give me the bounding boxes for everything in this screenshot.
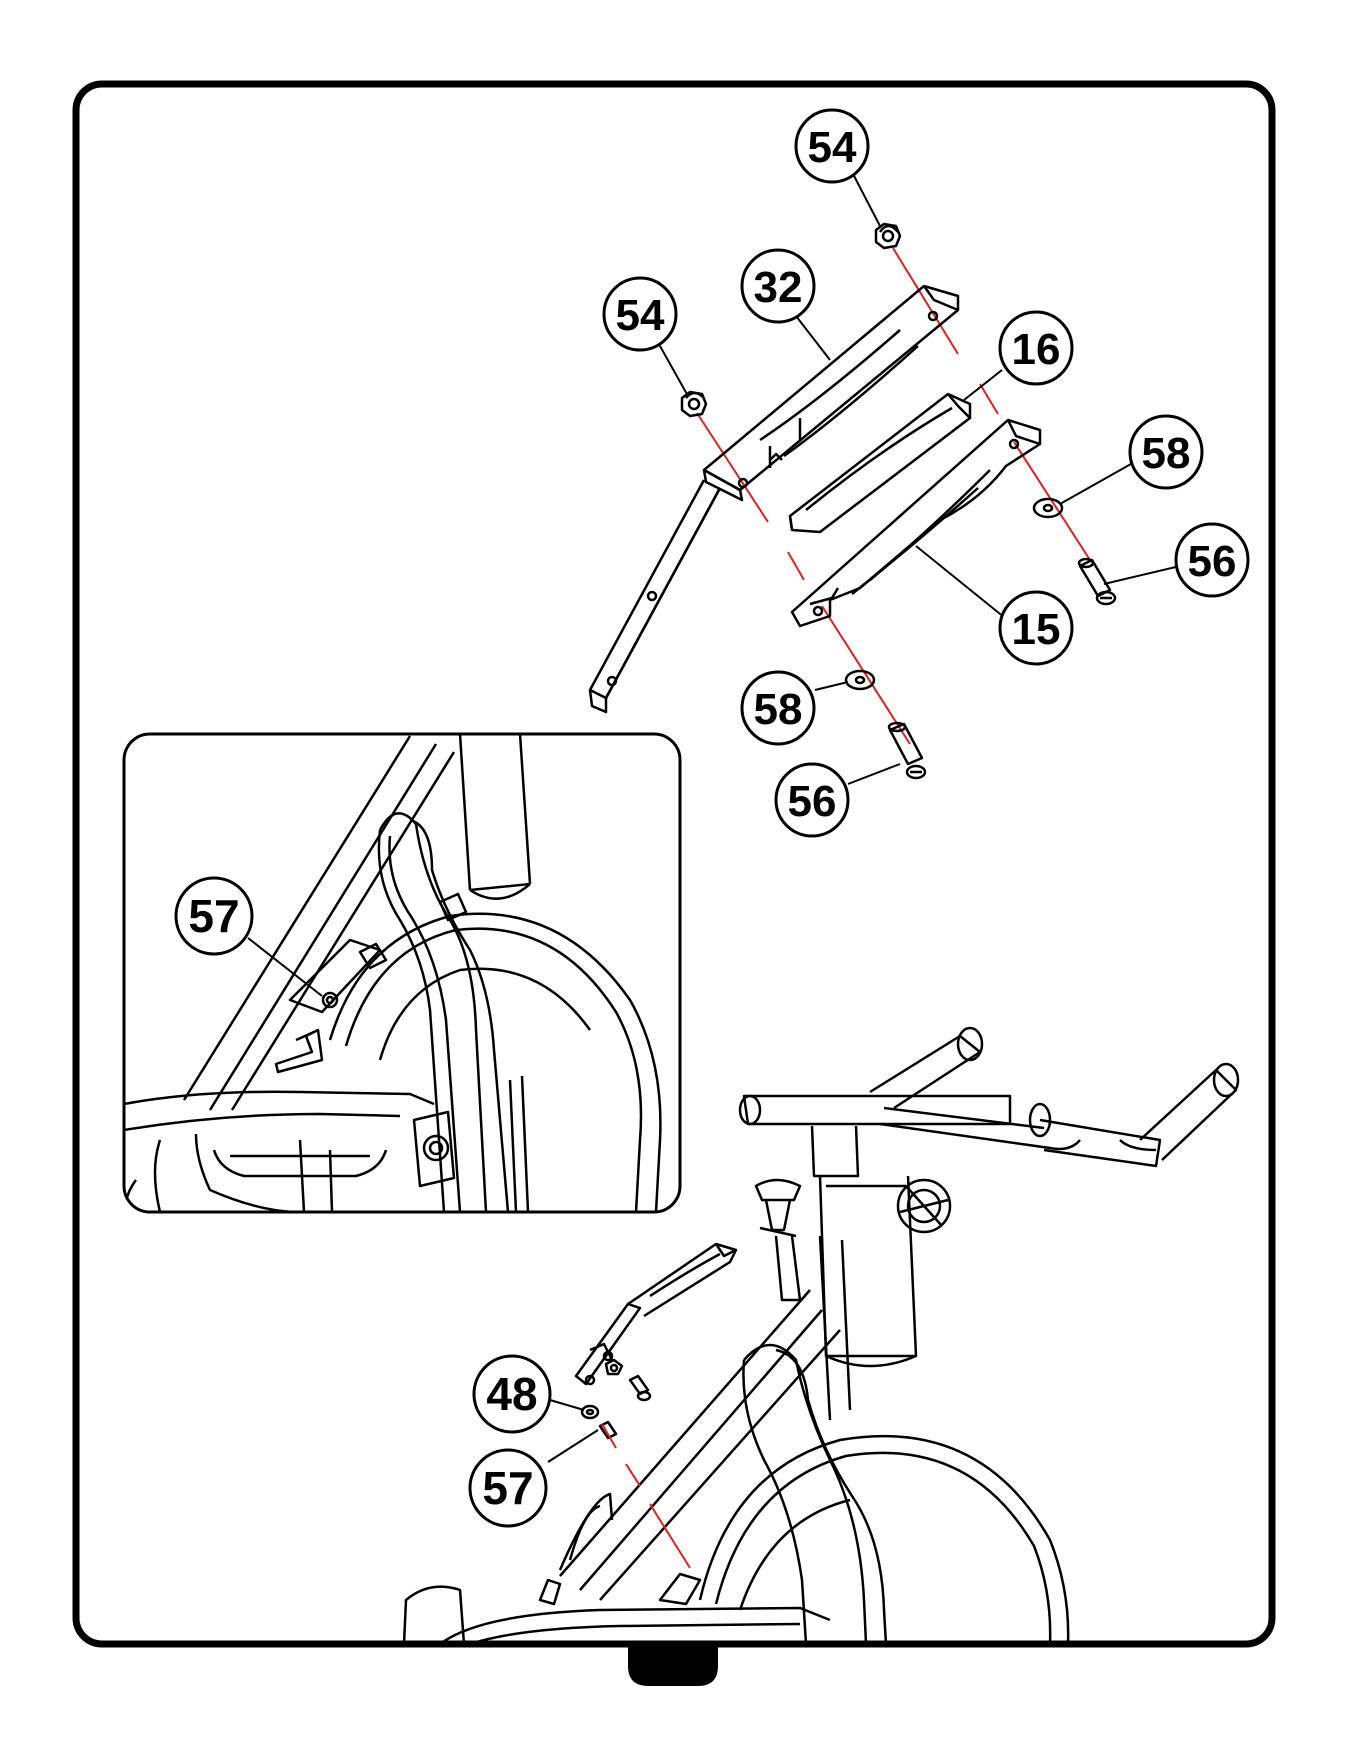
- part-32-rail: [704, 286, 958, 500]
- callout-57-bottom-label: 57: [482, 1462, 533, 1514]
- callouts: 54 32 54 16 58 56 15 58: [176, 110, 1248, 1526]
- callout-58-right-label: 58: [1142, 429, 1191, 478]
- part-15-bracket: [792, 420, 1040, 626]
- bike-assembly-view: [404, 1028, 1238, 1644]
- callout-16: 16: [1000, 312, 1072, 384]
- callout-54-top: 54: [796, 110, 868, 182]
- callout-54-left: 54: [604, 278, 676, 350]
- callout-54-left-label: 54: [616, 291, 665, 340]
- nut-54-top: [876, 224, 900, 248]
- inset-frame: [124, 734, 680, 1212]
- support-leg: [590, 480, 720, 712]
- callout-15: 15: [1000, 592, 1072, 664]
- callout-16-label: 16: [1012, 325, 1061, 374]
- bolt-56-right: [1079, 559, 1115, 604]
- nut-54-left: [682, 392, 706, 416]
- callout-57-inset: 57: [176, 878, 252, 954]
- callout-57-inset-label: 57: [188, 890, 239, 942]
- callout-54-top-label: 54: [808, 123, 857, 172]
- callout-32-label: 32: [754, 263, 803, 312]
- callout-56-right-label: 56: [1188, 537, 1237, 586]
- callout-48: 48: [474, 1356, 550, 1432]
- callout-58-bottom: 58: [742, 672, 814, 744]
- callout-15-label: 15: [1012, 605, 1061, 654]
- callout-56-bottom-label: 56: [788, 777, 837, 826]
- callout-58-right: 58: [1130, 416, 1202, 488]
- callout-56-bottom: 56: [776, 764, 848, 836]
- detail-inset: [124, 734, 680, 1212]
- callout-56-right: 56: [1176, 524, 1248, 596]
- part-16-pad: [790, 394, 970, 532]
- callout-58-bottom-label: 58: [754, 685, 803, 734]
- leader-lines: [660, 172, 1180, 784]
- bolt-56-bottom: [889, 723, 925, 778]
- page-tab: [628, 1644, 718, 1686]
- washer-58-right: [1034, 499, 1062, 517]
- callout-57-bottom: 57: [470, 1450, 546, 1526]
- exploded-view: [590, 172, 1180, 784]
- callout-48-label: 48: [486, 1368, 537, 1420]
- callout-32: 32: [742, 250, 814, 322]
